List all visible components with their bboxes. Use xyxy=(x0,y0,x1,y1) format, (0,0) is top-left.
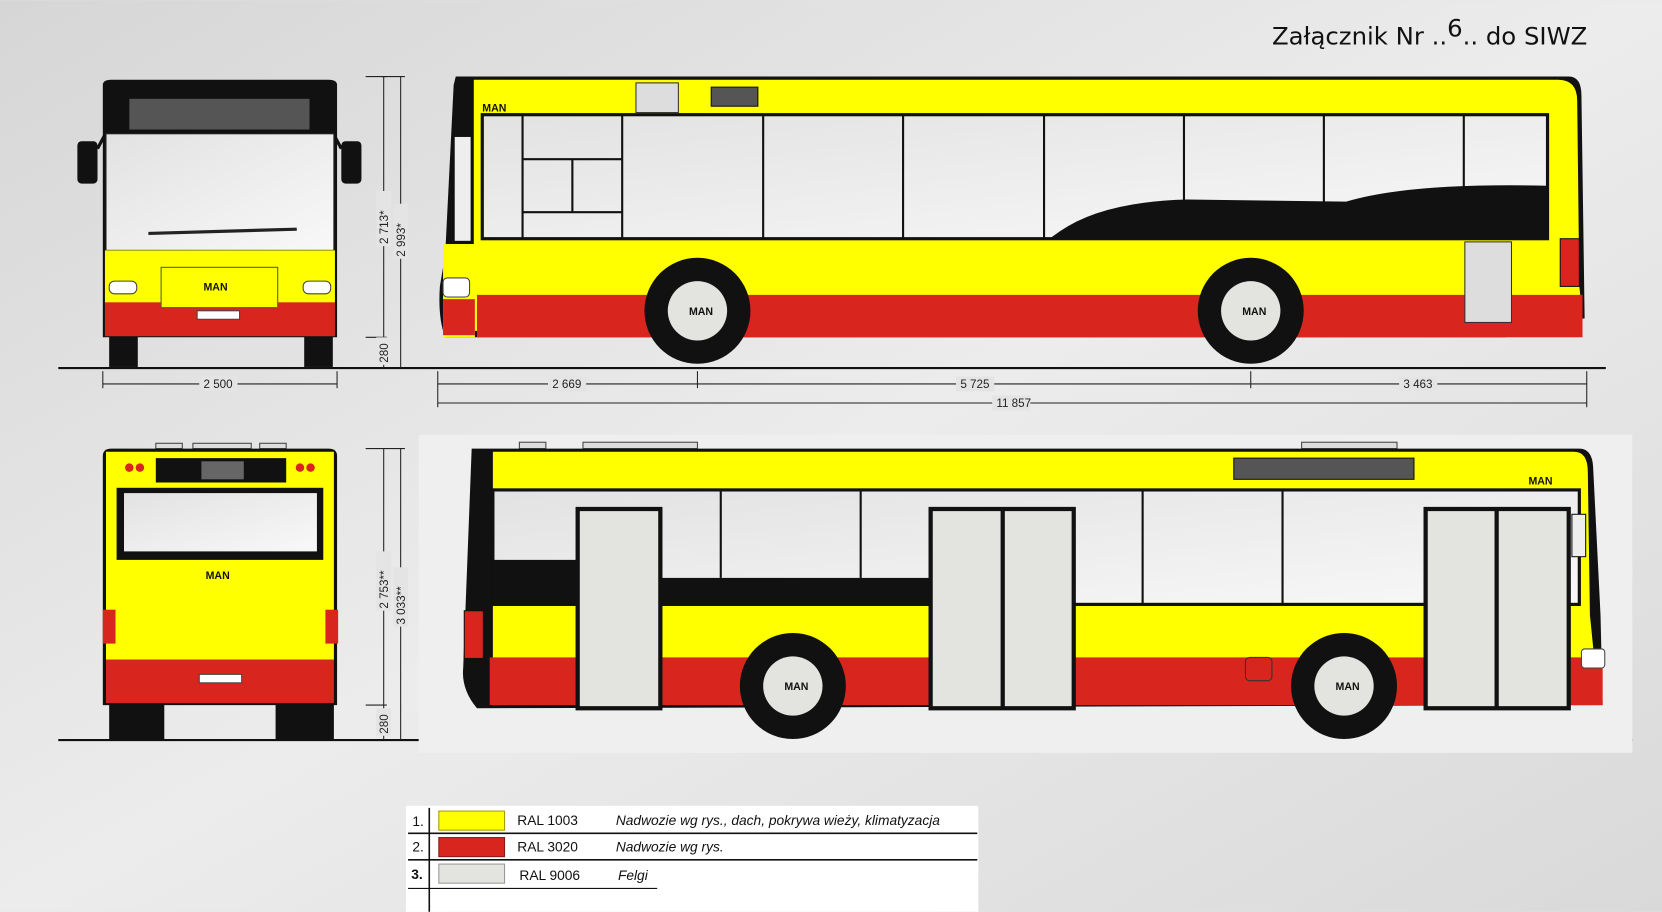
legend-swatch-grey xyxy=(438,863,506,884)
side-man-logo-top: MAN xyxy=(482,103,506,115)
dim-total-length: 11 857 xyxy=(996,397,1031,410)
rear-man-logo: MAN xyxy=(206,570,230,582)
dim-rear-overhang: 3 463 xyxy=(1403,378,1432,391)
legend-row: 3. RAL 9006 Felgi xyxy=(411,863,649,884)
side-man-logo-bottom: MAN xyxy=(1528,476,1552,488)
dimension-labels: 2 713* 2 993* 280 2 753** 3 033** 280 2 … xyxy=(199,191,1438,736)
legend-code: RAL 9006 xyxy=(519,868,580,883)
dim-front-height-2: 2 993* xyxy=(395,223,408,257)
document-title: Załącznik Nr ..6.. do SIWZ xyxy=(1272,13,1587,50)
svg-text:MAN: MAN xyxy=(689,306,713,318)
dim-ground-clearance-top: 280 xyxy=(378,343,391,363)
svg-text:MAN: MAN xyxy=(784,681,808,693)
legend-code: RAL 3020 xyxy=(517,839,578,854)
dim-wheelbase: 5 725 xyxy=(960,378,989,391)
front-man-logo: MAN xyxy=(204,282,228,294)
legend-number: 3. xyxy=(411,867,422,882)
legend-row: 2. RAL 3020 Nadwozie wg rys. xyxy=(412,837,724,858)
dim-front-height-1: 2 713* xyxy=(378,210,391,244)
front-view: MAN xyxy=(77,79,362,367)
legend-number: 1. xyxy=(412,814,423,829)
svg-text:MAN: MAN xyxy=(1336,681,1360,693)
dim-rear-height-2: 3 033** xyxy=(395,586,408,625)
legend-description: Nadwozie wg rys., dach, pokrywa wieży, k… xyxy=(616,813,940,828)
legend-description: Nadwozie wg rys. xyxy=(616,839,724,854)
svg-text:MAN: MAN xyxy=(1242,306,1266,318)
legend-swatch-yellow xyxy=(438,810,506,831)
dim-rear-height-1: 2 753** xyxy=(378,570,391,609)
rear-view: MAN xyxy=(102,442,339,741)
legend-description: Felgi xyxy=(618,868,649,883)
color-legend: 1. RAL 1003 Nadwozie wg rys., dach, pokr… xyxy=(405,805,979,912)
legend-code: RAL 1003 xyxy=(517,813,578,828)
dim-front-width: 2 500 xyxy=(204,378,234,391)
dim-ground-clearance-bottom: 280 xyxy=(378,714,391,734)
legend-swatch-red xyxy=(438,837,506,858)
side-view-right: MAN MAN MAN xyxy=(439,76,1585,364)
legend-row: 1. RAL 1003 Nadwozie wg rys., dach, pokr… xyxy=(412,810,940,831)
legend-number: 2. xyxy=(412,839,423,854)
dim-front-overhang: 2 669 xyxy=(552,378,581,391)
side-view-left: MAN MAN MAN xyxy=(418,434,1633,753)
